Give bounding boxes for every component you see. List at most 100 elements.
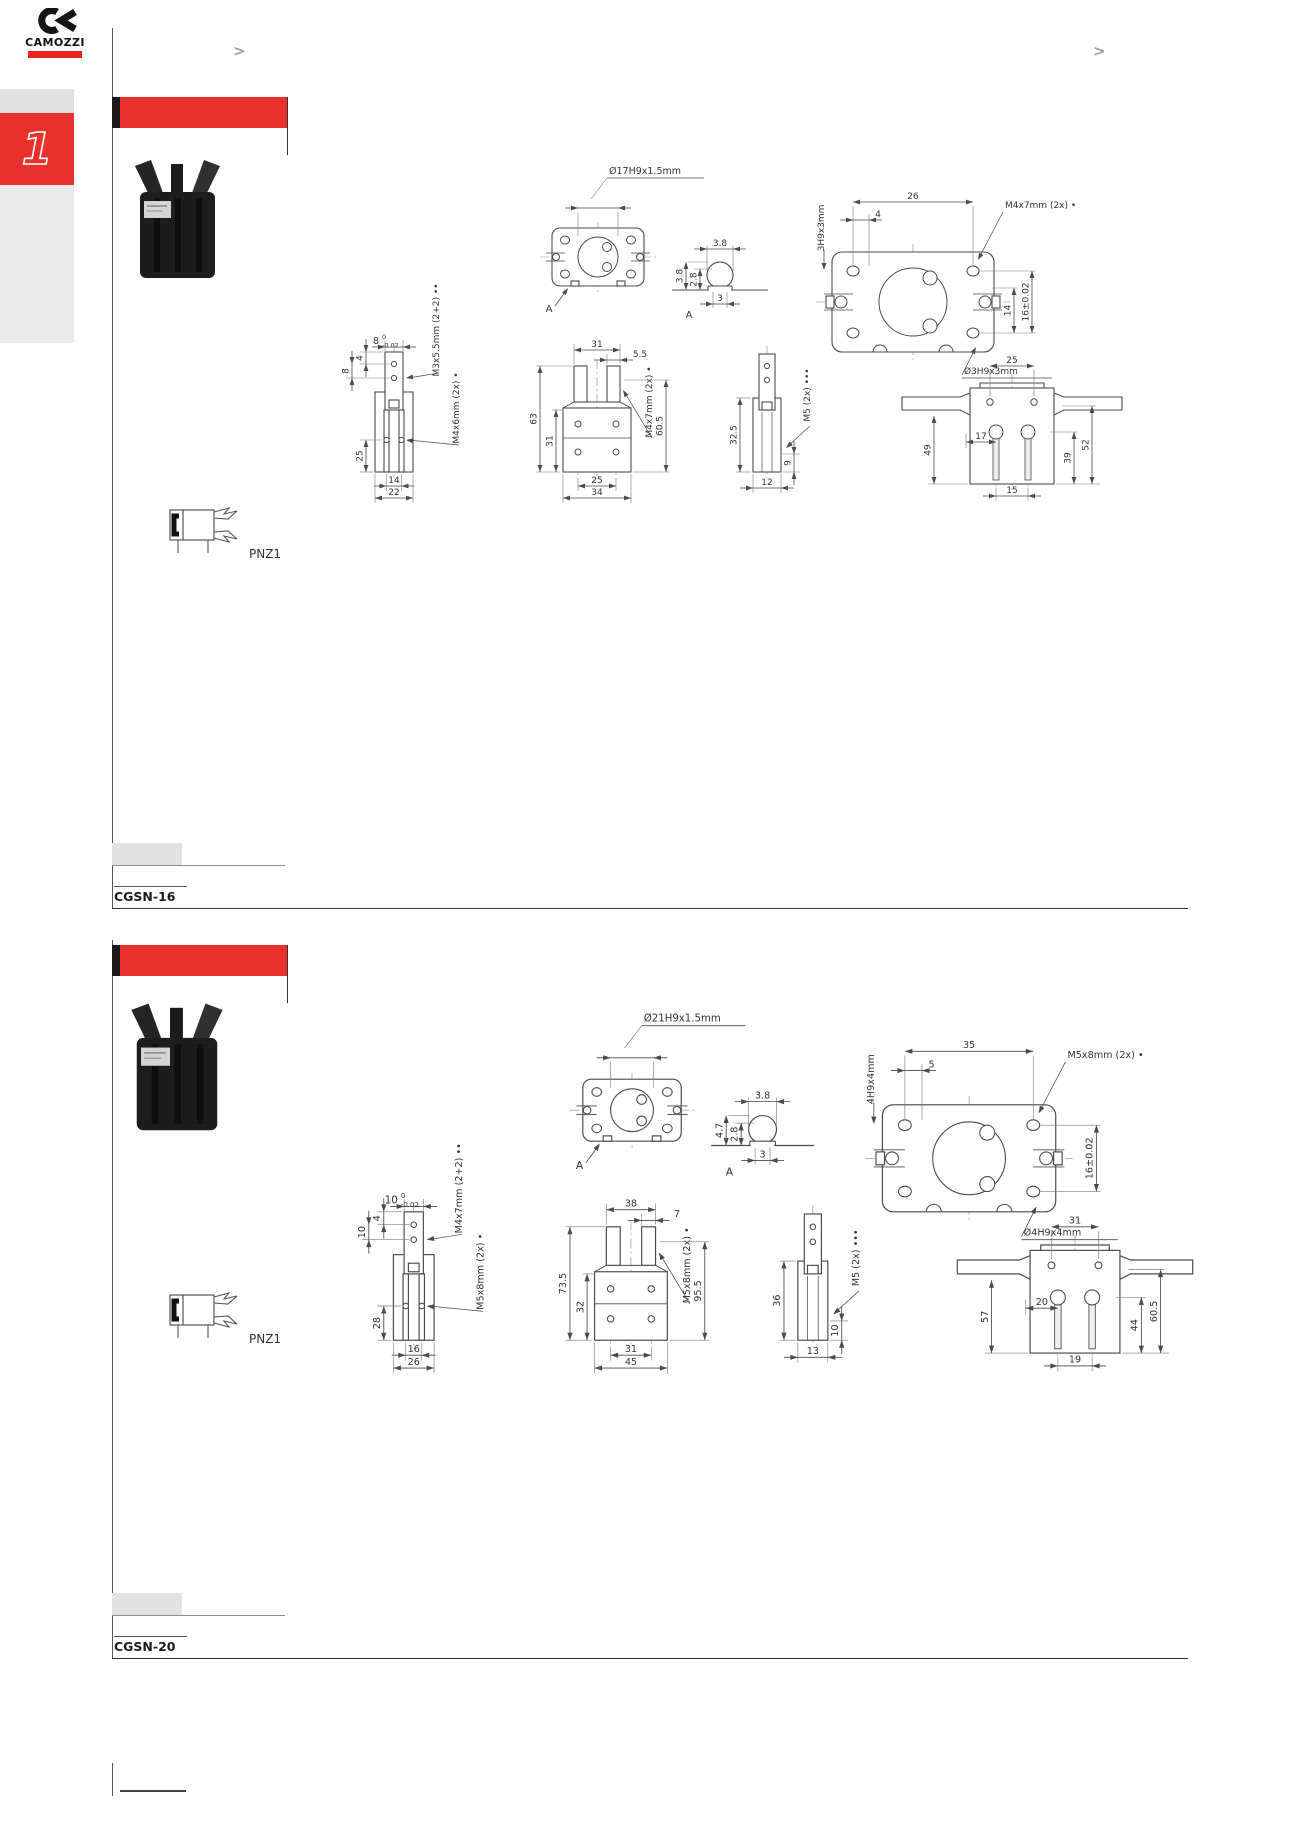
- svg-text:9: 9: [784, 460, 794, 466]
- footer-rule-horizontal: [120, 1790, 186, 1792]
- camozzi-logo: CAMOZZI: [24, 7, 88, 64]
- svg-text:Ø4H9x4mm: Ø4H9x4mm: [1024, 1226, 1082, 1238]
- model-code: CGSN-20: [114, 1636, 187, 1654]
- logo-text: CAMOZZI: [25, 36, 85, 49]
- gripper-finger-left: [135, 160, 163, 197]
- banner-tick: [112, 97, 120, 128]
- symbol-jaw-top: [213, 1292, 238, 1305]
- svg-text:3H9x3mm: 3H9x3mm: [817, 205, 827, 252]
- product-photo: [126, 998, 228, 1144]
- sidebar-strip: [0, 89, 74, 113]
- logo-red-bar: [28, 51, 82, 58]
- chapter-number: 1: [21, 123, 53, 176]
- svg-text:28: 28: [372, 1317, 383, 1329]
- svg-text:26: 26: [907, 192, 919, 202]
- svg-text:60.5: 60.5: [656, 416, 666, 436]
- svg-text:60.5: 60.5: [1149, 1301, 1160, 1322]
- svg-text:10: 10: [357, 1226, 368, 1238]
- svg-text:Ø3H9x3mm: Ø3H9x3mm: [964, 366, 1018, 377]
- svg-text:M5x8mm (2x) •: M5x8mm (2x) •: [475, 1234, 486, 1310]
- svg-text:4: 4: [372, 1215, 383, 1221]
- model-code: CGSN-16: [114, 886, 187, 904]
- size-tab-rule: [112, 1615, 285, 1616]
- svg-text:-0.02: -0.02: [401, 1201, 419, 1209]
- svg-text:Ø21H9x1.5mm: Ø21H9x1.5mm: [644, 1012, 721, 1024]
- svg-text:15: 15: [1006, 486, 1017, 496]
- svg-text:10: 10: [830, 1324, 841, 1336]
- svg-text:49: 49: [924, 444, 934, 456]
- banner-tail-rule: [287, 945, 288, 1003]
- section-divider-rule: [112, 1658, 1188, 1660]
- svg-text:M5x8mm (2x) •: M5x8mm (2x) •: [682, 1227, 693, 1303]
- svg-text:4: 4: [356, 355, 366, 361]
- section-divider-rule: [112, 908, 1188, 910]
- product-label-sticker: [141, 1047, 171, 1066]
- svg-text:12: 12: [761, 478, 772, 488]
- svg-text:32.5: 32.5: [730, 425, 740, 445]
- svg-text:7: 7: [674, 1209, 680, 1220]
- symbol-c-mark: [171, 513, 179, 537]
- svg-text:0: 0: [401, 1192, 405, 1200]
- svg-text:A: A: [576, 1159, 584, 1172]
- svg-text:95.5: 95.5: [693, 1280, 704, 1301]
- svg-text:25: 25: [591, 476, 602, 486]
- svg-text:M5 (2x) •••: M5 (2x) •••: [803, 368, 813, 421]
- svg-text:5.5: 5.5: [633, 350, 647, 360]
- svg-text:A: A: [546, 304, 553, 315]
- svg-text:M5x8mm (2x) •: M5x8mm (2x) •: [1068, 1050, 1144, 1061]
- svg-text:Ø17H9x1.5mm: Ø17H9x1.5mm: [609, 166, 681, 177]
- svg-text:45: 45: [625, 1357, 637, 1368]
- svg-text:5: 5: [929, 1059, 935, 1070]
- svg-text:M4x7mm (2x) •: M4x7mm (2x) •: [645, 366, 655, 437]
- svg-text:A: A: [726, 1165, 734, 1178]
- svg-text:3.8: 3.8: [755, 1090, 770, 1101]
- pneumatic-symbol: PNZ1: [152, 1285, 312, 1353]
- svg-text:M4x6mm (2x) •: M4x6mm (2x) •: [452, 372, 462, 443]
- svg-text:35: 35: [963, 1040, 975, 1051]
- svg-text:-0.02: -0.02: [382, 342, 399, 350]
- svg-text:2.8: 2.8: [729, 1127, 740, 1142]
- symbol-jaw-bottom: [213, 530, 238, 543]
- svg-text:A: A: [686, 310, 693, 321]
- svg-text:16±0.02: 16±0.02: [1085, 1137, 1096, 1179]
- svg-text:39: 39: [1064, 452, 1074, 464]
- sidebar-panel: [0, 185, 74, 343]
- svg-text:4.7: 4.7: [714, 1123, 725, 1138]
- symbol-jaw-bottom: [213, 1315, 238, 1328]
- svg-text:19: 19: [1069, 1355, 1081, 1366]
- svg-text:31: 31: [546, 435, 556, 446]
- content-left-rule: [112, 28, 113, 908]
- svg-text:32: 32: [575, 1301, 586, 1313]
- size-tab-rule: [112, 865, 285, 866]
- size-tab: [112, 843, 182, 865]
- svg-text:M4x7mm (2x) •: M4x7mm (2x) •: [1005, 201, 1076, 211]
- svg-text:14: 14: [388, 476, 400, 486]
- header-chevron-right: >: [1093, 42, 1106, 60]
- svg-text:22: 22: [388, 488, 399, 498]
- content-left-rule-2: [112, 940, 113, 1658]
- svg-text:2.8: 2.8: [690, 272, 700, 287]
- svg-text:13: 13: [807, 1346, 819, 1357]
- svg-text:36: 36: [772, 1295, 783, 1307]
- svg-text:0: 0: [382, 333, 386, 341]
- svg-text:73.5: 73.5: [558, 1273, 569, 1294]
- svg-text:3: 3: [717, 294, 723, 304]
- product-label-sticker: [144, 201, 171, 218]
- svg-text:31: 31: [591, 340, 602, 350]
- symbol-jaw-top: [213, 507, 238, 520]
- svg-text:4H9x4mm: 4H9x4mm: [866, 1054, 877, 1104]
- svg-text:57: 57: [980, 1311, 991, 1323]
- logo-mark-icon: [38, 7, 59, 34]
- svg-text:25: 25: [356, 450, 366, 461]
- banner-tail-rule: [287, 97, 288, 155]
- svg-text:20: 20: [1036, 1297, 1048, 1308]
- svg-text:M5 (2x) •••: M5 (2x) •••: [851, 1229, 862, 1286]
- svg-text:34: 34: [591, 488, 603, 498]
- svg-text:52: 52: [1082, 439, 1092, 450]
- svg-text:3.8: 3.8: [676, 269, 686, 284]
- svg-text:17: 17: [975, 432, 986, 442]
